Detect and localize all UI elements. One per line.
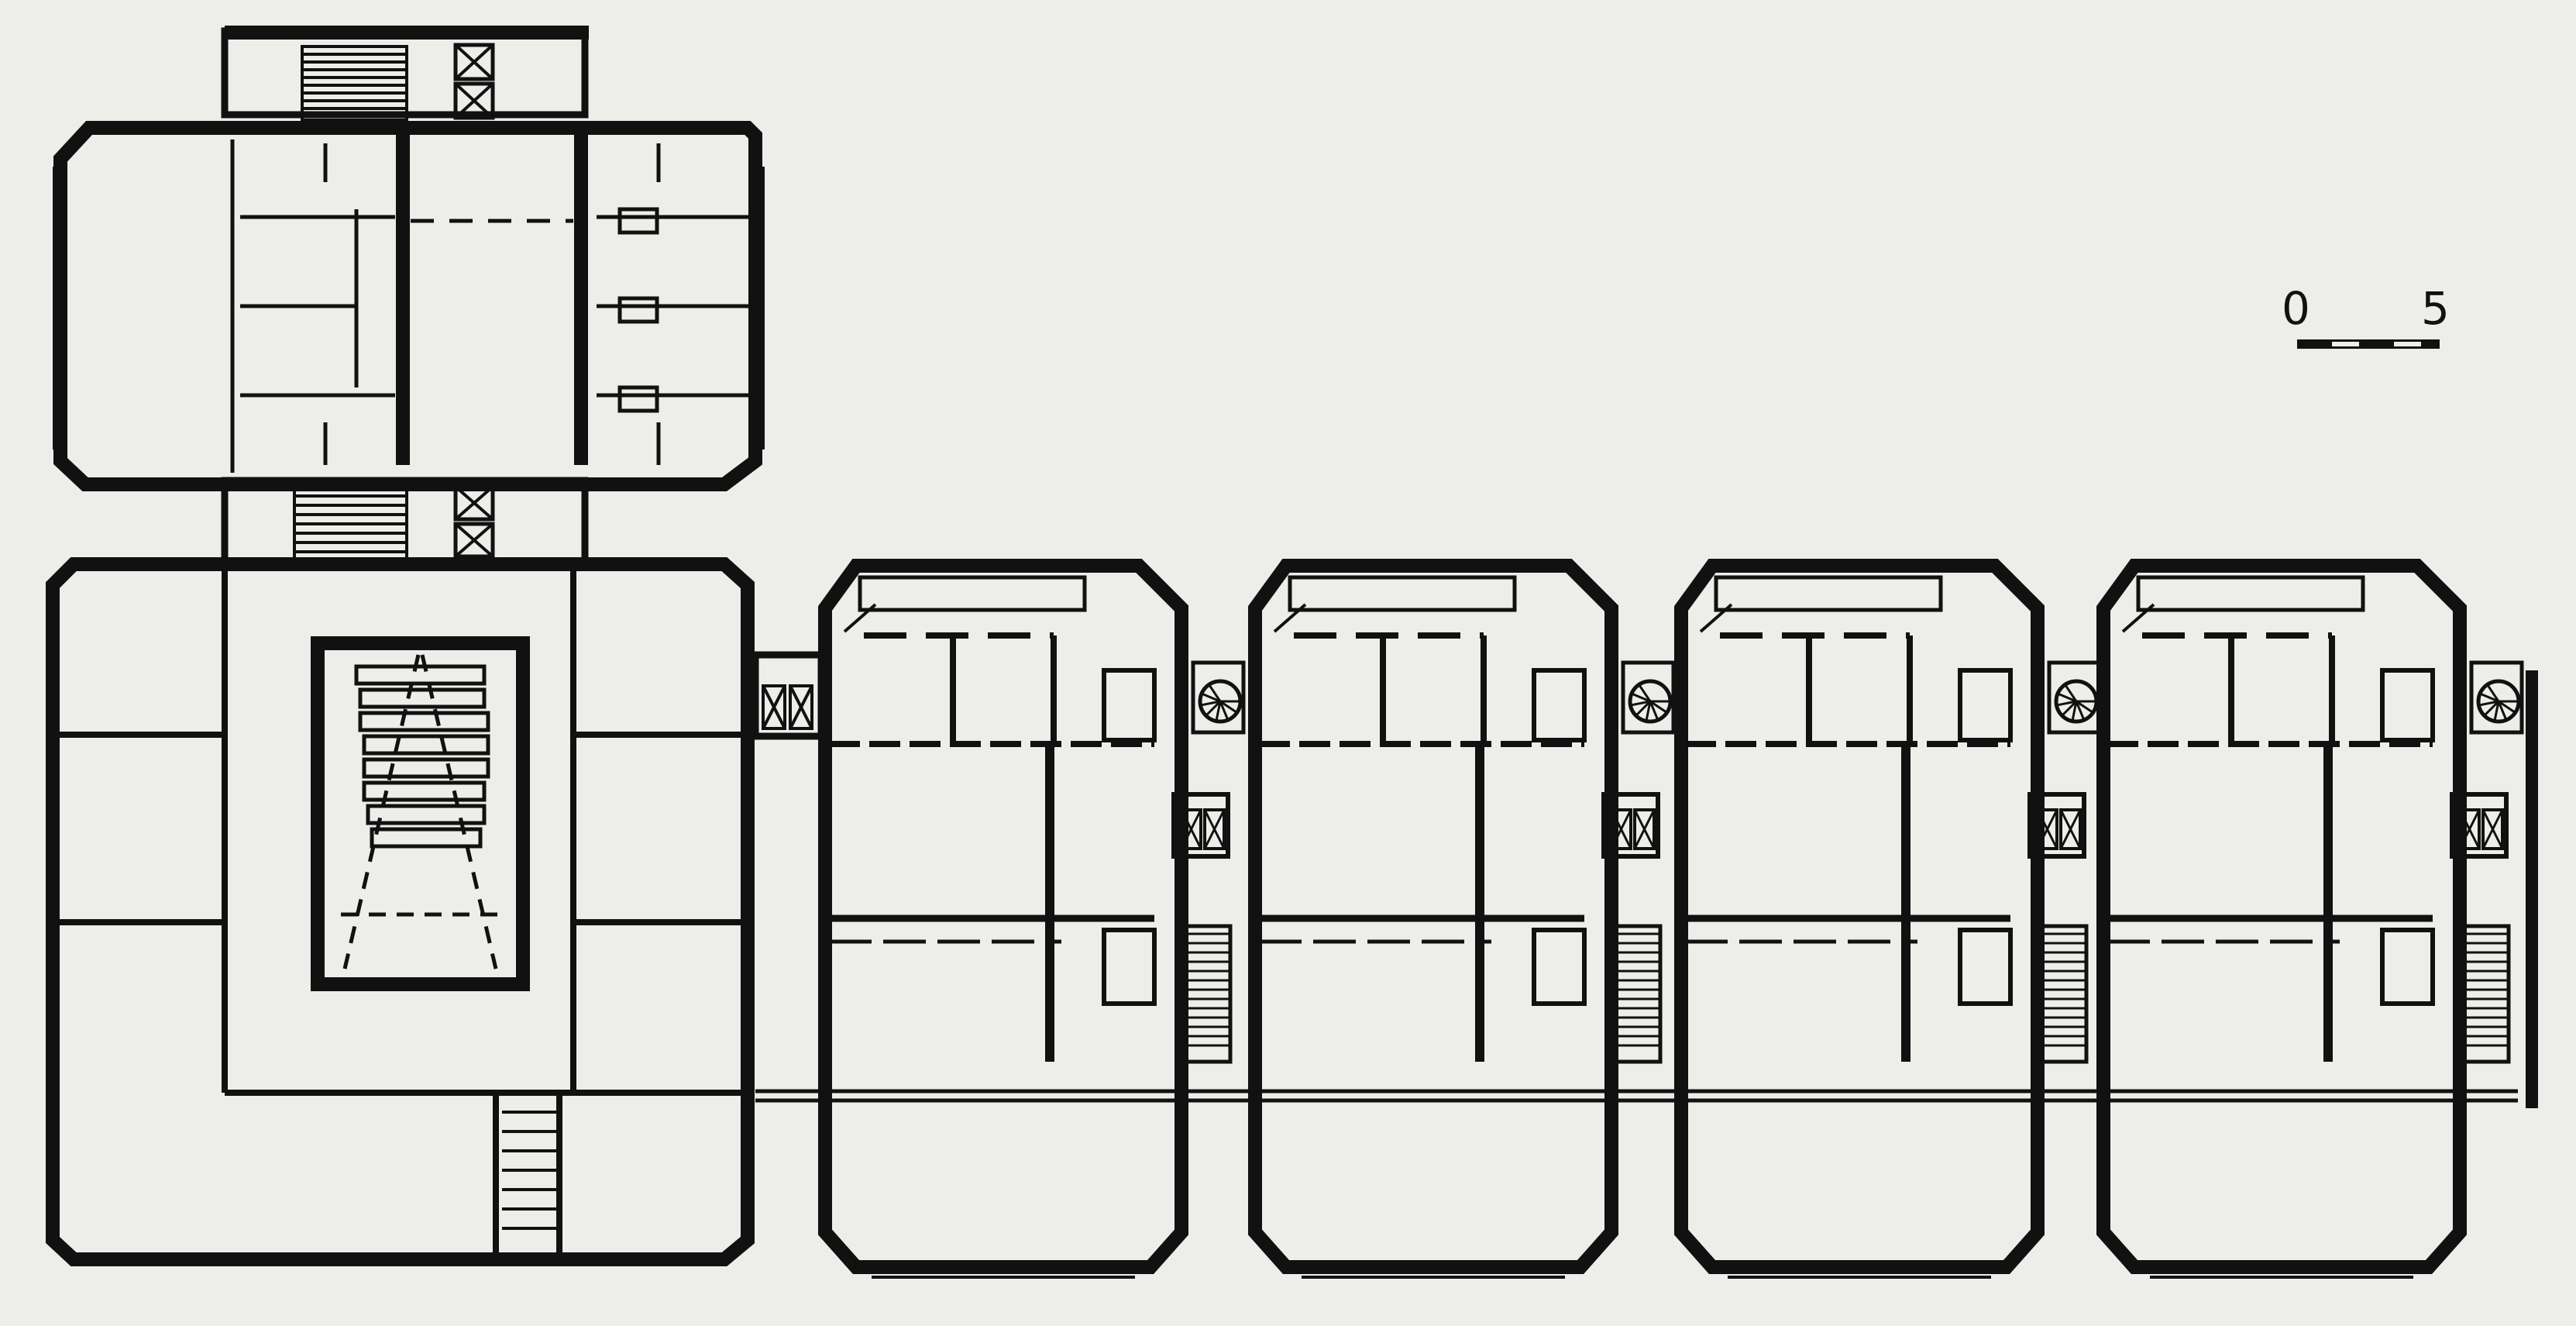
entrance-block	[46, 557, 825, 1266]
row-units	[818, 559, 2524, 1279]
gallery-line	[755, 670, 2538, 1108]
scale-end-label: 5	[2421, 282, 2450, 335]
fixture-icon	[617, 207, 659, 413]
elevator-icon	[1171, 792, 1230, 859]
stair-flight-icon	[293, 485, 408, 562]
elevator-icon	[1601, 792, 1660, 859]
unit-plan	[818, 559, 1246, 1279]
spiral-stair-icon	[1621, 660, 1676, 735]
stair-flight-icon	[1181, 924, 1233, 1064]
stair-flight-icon	[2038, 924, 2089, 1064]
unit-plan	[2096, 559, 2524, 1279]
elevator-icon	[2027, 792, 2086, 859]
entrance-steps-icon	[502, 1111, 558, 1230]
spiral-stair-icon	[2469, 660, 2524, 735]
upper-block	[53, 26, 765, 568]
stair-flight-icon	[1611, 924, 1663, 1064]
unit-plan	[1674, 559, 2102, 1279]
central-stair-icon	[341, 654, 504, 970]
stair-flight-icon	[301, 45, 408, 122]
scale-bar: 0 5	[2282, 282, 2450, 349]
elevator-icon	[762, 684, 813, 730]
unit-plan	[1248, 559, 1676, 1279]
elevator-icon	[2450, 792, 2509, 859]
elevator-icon	[453, 484, 495, 559]
elevator-icon	[453, 43, 495, 120]
stair-flight-icon	[2460, 924, 2511, 1064]
scale-start-label: 0	[2282, 282, 2310, 335]
spiral-stair-icon	[1191, 660, 1246, 735]
